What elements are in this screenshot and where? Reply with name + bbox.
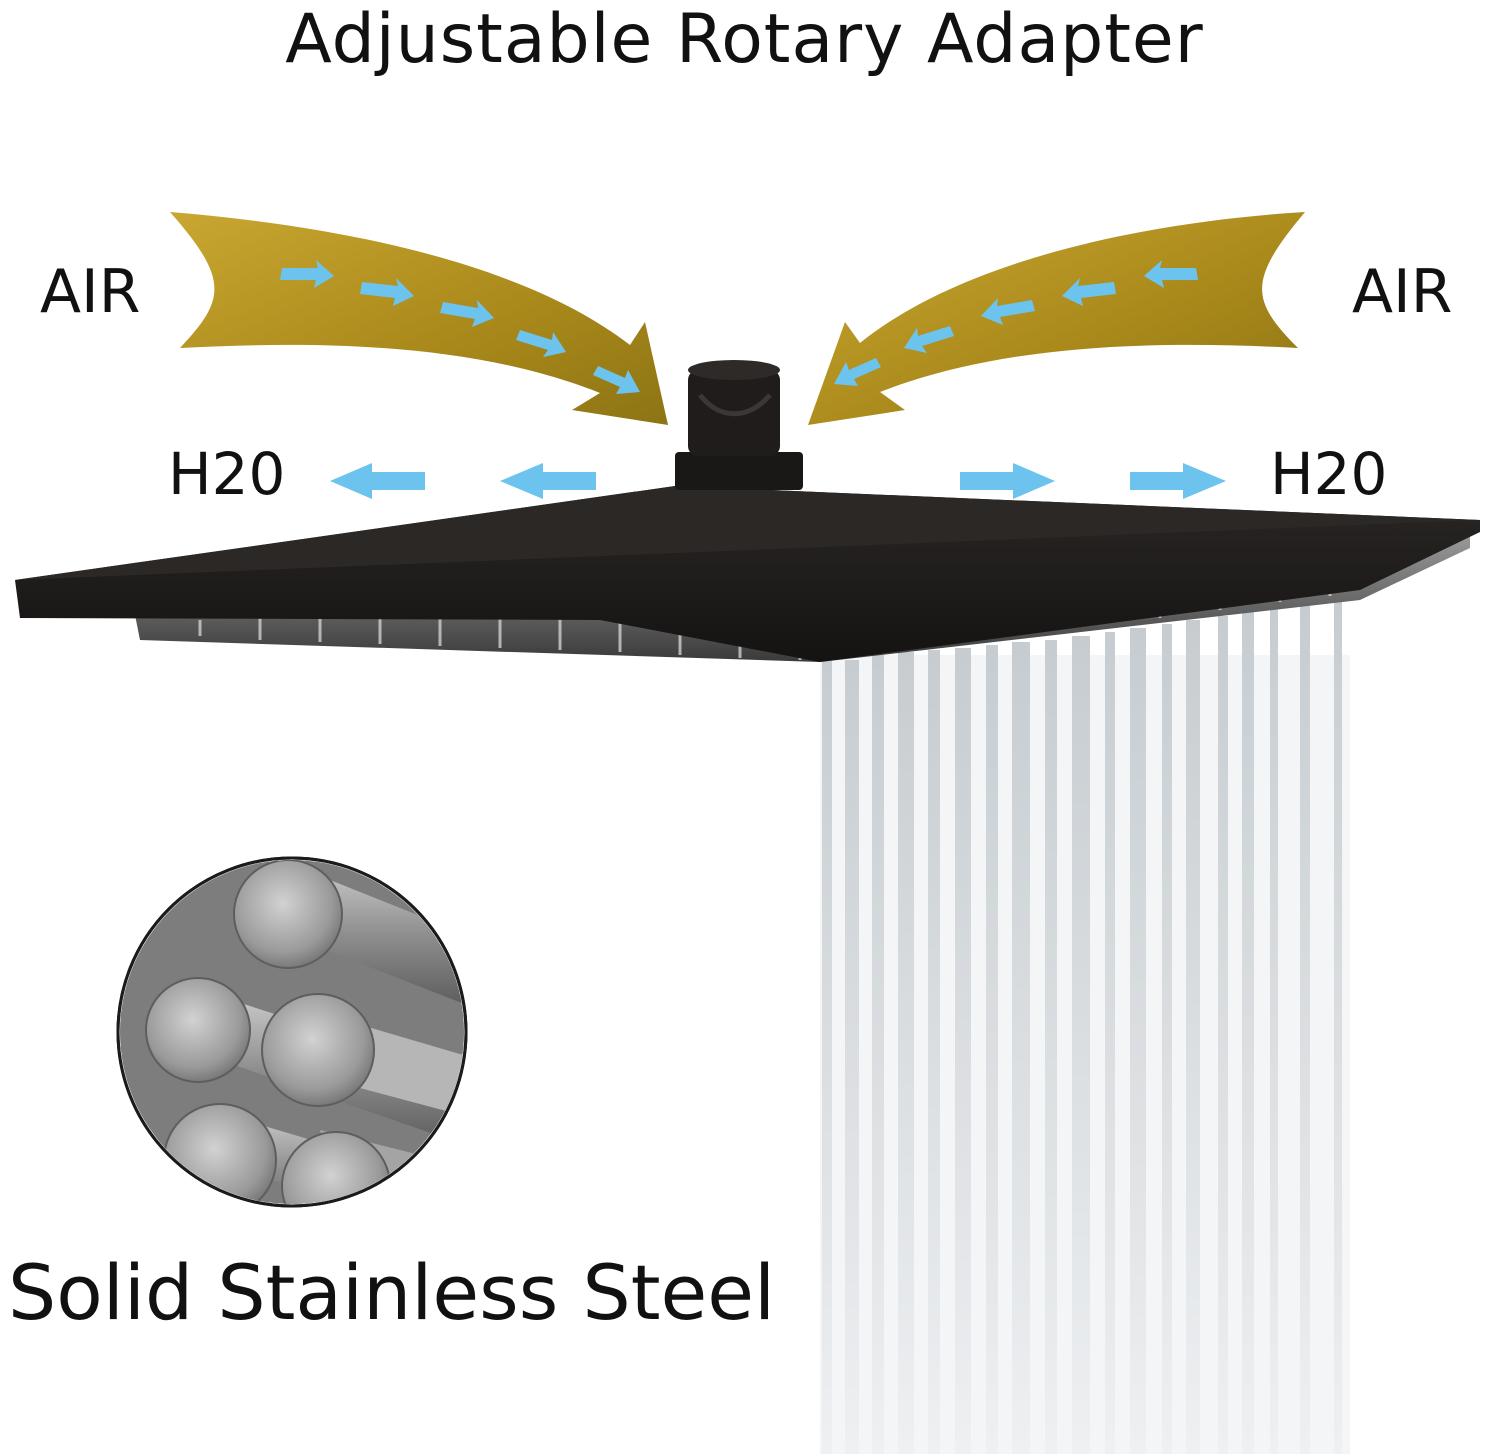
air-arrow-left-icon [170, 212, 668, 425]
water-label-left: H20 [168, 440, 286, 508]
water-streams [820, 600, 1350, 1454]
shower-head [15, 360, 1480, 662]
air-flow-dashes-left-icon [280, 260, 640, 394]
steel-rods-icon [116, 856, 468, 1208]
air-arrow-right-icon [808, 212, 1305, 425]
air-label-left: AIR [40, 257, 141, 327]
water-flow-arrows-icon [330, 463, 1226, 499]
material-caption: Solid Stainless Steel [8, 1248, 776, 1337]
air-label-right: AIR [1352, 257, 1453, 327]
page-title: Adjustable Rotary Adapter [285, 0, 1204, 79]
air-flow-dashes-right-icon [834, 260, 1198, 386]
water-label-right: H20 [1270, 440, 1388, 508]
